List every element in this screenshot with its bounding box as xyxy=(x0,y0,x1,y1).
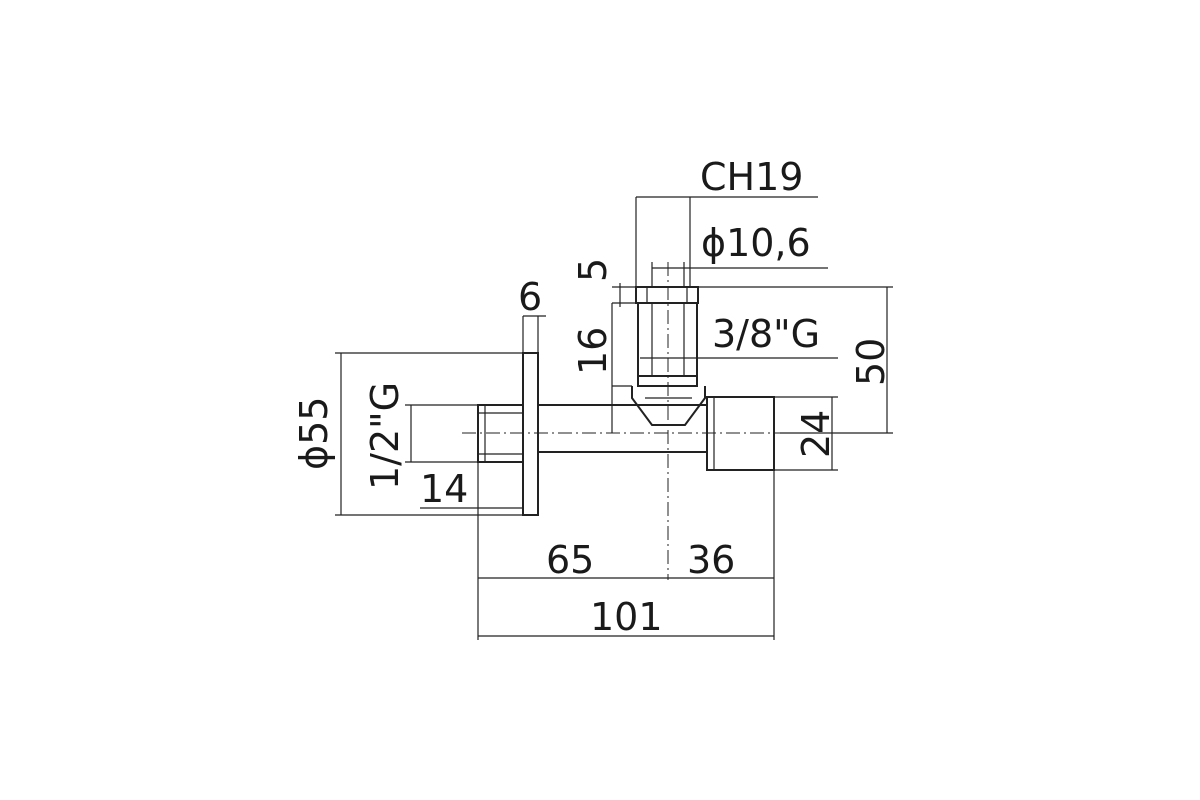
dim-thread-3-8: 3/8"G xyxy=(712,312,820,356)
dim-ch19: CH19 xyxy=(700,155,803,199)
dim-phi-10-6: ϕ10,6 xyxy=(701,221,811,265)
dim-six: 6 xyxy=(518,275,542,319)
dim-fifty: 50 xyxy=(849,338,893,386)
dimension-lines xyxy=(335,196,893,640)
dim-five: 5 xyxy=(571,258,615,282)
dim-sixty-five: 65 xyxy=(546,538,594,582)
dim-fourteen: 14 xyxy=(420,467,468,511)
valve-body-outline xyxy=(477,286,775,516)
dim-thirty-six: 36 xyxy=(687,538,735,582)
dim-twenty-four: 24 xyxy=(794,410,838,458)
dim-phi-55: ϕ55 xyxy=(292,397,336,470)
dim-thread-1-2: 1/2"G xyxy=(363,382,407,490)
dimension-labels: CH19 ϕ10,6 3/8"G 6 14 65 36 101 5 16 50 … xyxy=(292,155,893,639)
center-lines xyxy=(462,262,790,580)
dim-one-oh-one: 101 xyxy=(590,595,663,639)
dim-sixteen: 16 xyxy=(571,327,615,375)
